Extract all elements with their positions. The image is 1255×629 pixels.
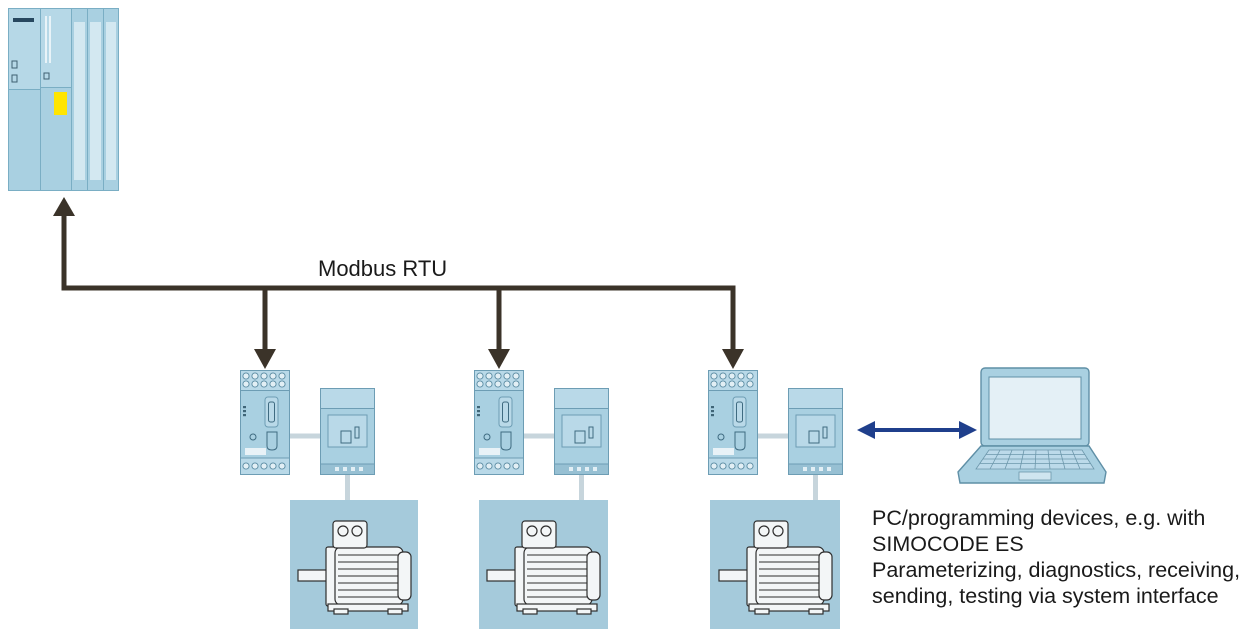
laptop-icon	[957, 367, 1107, 484]
motor-feeder-3	[708, 370, 843, 629]
expansion-module-icon	[554, 388, 609, 475]
modbus-bus	[53, 197, 744, 369]
motor-feeder-2	[474, 370, 609, 629]
laptop-screen	[988, 376, 1082, 440]
pc-caption-line-1: PC/programming devices, e.g. with	[872, 506, 1205, 530]
laptop-trackpad	[1018, 471, 1052, 481]
cpu-mode-switch	[11, 60, 18, 69]
expansion-module-icon	[320, 388, 375, 475]
simocode-basic-unit-icon	[474, 370, 524, 475]
simocode-basic-unit-icon	[708, 370, 758, 475]
pc-arrowhead-left	[857, 421, 875, 439]
interface-strip-left	[45, 16, 47, 63]
bus-arrowhead-3	[722, 349, 744, 369]
cpu-module-top	[9, 9, 40, 89]
io-module-1-strip	[74, 22, 85, 180]
bus-arrowhead-1	[254, 349, 276, 369]
simocode-basic-unit-icon	[240, 370, 290, 475]
interface-port	[43, 72, 50, 80]
pc-caption-line-3: Parameterizing, diagnostics, receiving,	[872, 558, 1240, 582]
io-module-3-strip	[106, 22, 116, 180]
pc-arrowhead-right	[959, 421, 977, 439]
yellow-indicator	[54, 92, 67, 115]
motor-feeder-1	[240, 370, 418, 629]
pc-caption-line-2: SIMOCODE ES	[872, 532, 1024, 556]
io-module-2-strip	[90, 22, 101, 180]
pc-caption: PC/programming devices, e.g. with SIMOCO…	[872, 506, 1240, 608]
keyboard-grid	[980, 449, 1091, 470]
expansion-module-icon	[788, 388, 843, 475]
cpu-card-slot	[11, 74, 18, 83]
cpu-label-bar	[13, 18, 34, 22]
bus-arrowhead-plc	[53, 197, 75, 216]
plc-rack-icon	[8, 8, 119, 191]
bus-label: Modbus RTU	[318, 256, 447, 281]
bus-arrowhead-2	[488, 349, 510, 369]
pc-connection-arrow	[857, 421, 977, 439]
pc-caption-line-4: sending, testing via system interface	[872, 584, 1219, 608]
interface-strip-right	[49, 16, 51, 63]
